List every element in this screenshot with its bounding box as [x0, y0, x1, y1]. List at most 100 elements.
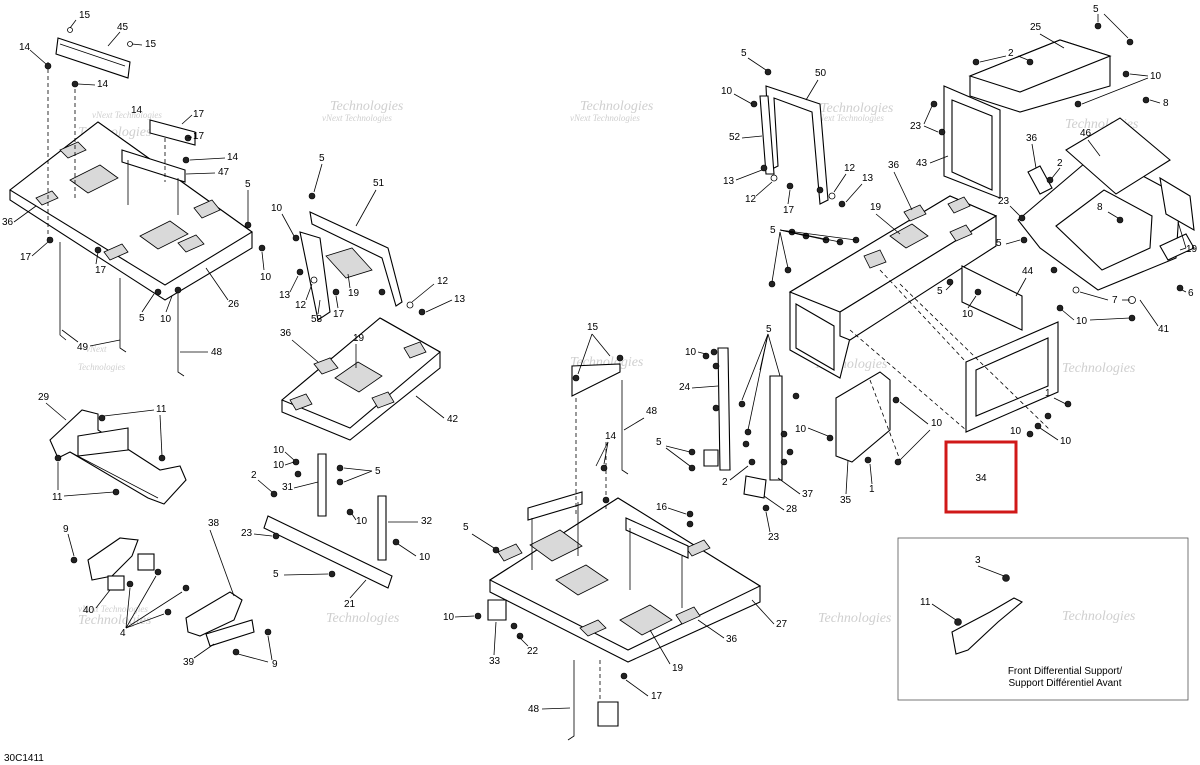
callout: 10 — [260, 272, 272, 283]
nut — [712, 362, 720, 370]
nut — [54, 454, 62, 462]
callout: 19 — [353, 333, 365, 344]
callout: 10 — [443, 612, 455, 623]
bolt — [764, 68, 772, 76]
nut — [232, 648, 240, 656]
callout: 29 — [38, 392, 50, 403]
callout: 19 — [870, 202, 882, 213]
pad — [863, 249, 887, 269]
bolt — [792, 392, 800, 400]
part-50-clamp — [765, 85, 829, 205]
callout: 48 — [528, 704, 540, 715]
callout: 2 — [722, 477, 728, 488]
callout: 12 — [437, 276, 449, 287]
callout: 12 — [745, 194, 757, 205]
callout: 10 — [795, 424, 807, 435]
callout: 5 — [656, 437, 662, 448]
part-32-bracket — [377, 495, 387, 561]
part-39-bar — [205, 619, 255, 647]
nut — [780, 458, 788, 466]
washer — [406, 301, 414, 309]
bolt — [1046, 176, 1054, 184]
bolt — [930, 100, 938, 108]
callout: 1 — [869, 484, 875, 495]
part-19-pad — [1159, 176, 1195, 232]
callout: 5 — [770, 225, 776, 236]
callout: 4 — [120, 628, 126, 639]
bolt — [712, 404, 720, 412]
callout: 10 — [273, 445, 285, 456]
callout: 5 — [937, 286, 943, 297]
screw — [127, 41, 133, 47]
callout: 10 — [356, 516, 368, 527]
nut — [332, 288, 340, 296]
callout: 17 — [193, 131, 205, 142]
bar-21-assembly — [263, 453, 400, 589]
callout: 33 — [489, 656, 501, 667]
nut — [126, 580, 134, 588]
battery-tray-left-assembly — [9, 27, 266, 377]
document-id: 30C1411 — [4, 753, 44, 764]
callout: 17 — [651, 691, 663, 702]
part-49-j-bolt — [59, 242, 67, 341]
bolt — [1026, 58, 1034, 66]
nut — [174, 286, 182, 294]
part-28-bracket — [743, 475, 767, 499]
callout: 5 — [319, 153, 325, 164]
bracket-plate — [87, 537, 139, 581]
pad — [403, 341, 427, 359]
nut — [336, 464, 344, 472]
housing-41-inner — [1055, 189, 1153, 271]
frame-window — [795, 303, 835, 371]
bolt — [182, 584, 190, 592]
nut — [1122, 70, 1130, 78]
callout: 19 — [1186, 244, 1198, 255]
callout: 5 — [375, 466, 381, 477]
nut — [71, 80, 79, 88]
callout: 36 — [280, 328, 292, 339]
nut — [1074, 100, 1082, 108]
pad — [59, 141, 87, 159]
callout: 10 — [273, 460, 285, 471]
callout: 41 — [1158, 324, 1170, 335]
support-29-assembly — [49, 409, 187, 505]
callout: 36 — [2, 217, 14, 228]
bolt — [762, 504, 770, 512]
callout: 40 — [83, 605, 95, 616]
inset-front-differential-support: 3 11 Front Differential Support/ Support… — [897, 537, 1189, 701]
part-48-j-bolt — [621, 380, 629, 475]
battery-tray-center-left-assembly — [280, 192, 441, 441]
nut — [1050, 266, 1058, 274]
bolt — [294, 470, 302, 478]
bolt — [418, 308, 426, 316]
callout: 37 — [802, 489, 814, 500]
watermark-text: Technologies — [820, 101, 894, 116]
pad — [579, 619, 607, 637]
watermark-text: Technologies — [78, 613, 152, 628]
part-53-rod-bracket — [299, 231, 331, 321]
callout: 35 — [840, 495, 852, 506]
callout: 5 — [1093, 4, 1099, 15]
nut — [98, 414, 106, 422]
callout: 10 — [160, 314, 172, 325]
frame-main-assembly — [688, 22, 1195, 512]
watermark-text: vNext Technologies — [78, 604, 148, 614]
callout: 13 — [279, 290, 291, 301]
bolt — [1020, 236, 1028, 244]
callout: 12 — [295, 300, 307, 311]
nut — [602, 496, 610, 504]
nut — [1044, 412, 1052, 420]
callout: 10 — [931, 418, 943, 429]
pad — [675, 606, 701, 625]
bolt — [1018, 214, 1026, 222]
nut — [474, 612, 482, 620]
callout: 13 — [723, 176, 735, 187]
bolt — [742, 440, 750, 448]
nut — [264, 628, 272, 636]
callout: 51 — [373, 178, 385, 189]
callout-labels: 15 45 15 14 14 14 17 17 14 47 5 36 10 17… — [2, 4, 1198, 715]
nut — [70, 556, 78, 564]
pad — [685, 539, 711, 557]
part-38-bracket — [185, 591, 243, 637]
pad — [903, 204, 927, 222]
